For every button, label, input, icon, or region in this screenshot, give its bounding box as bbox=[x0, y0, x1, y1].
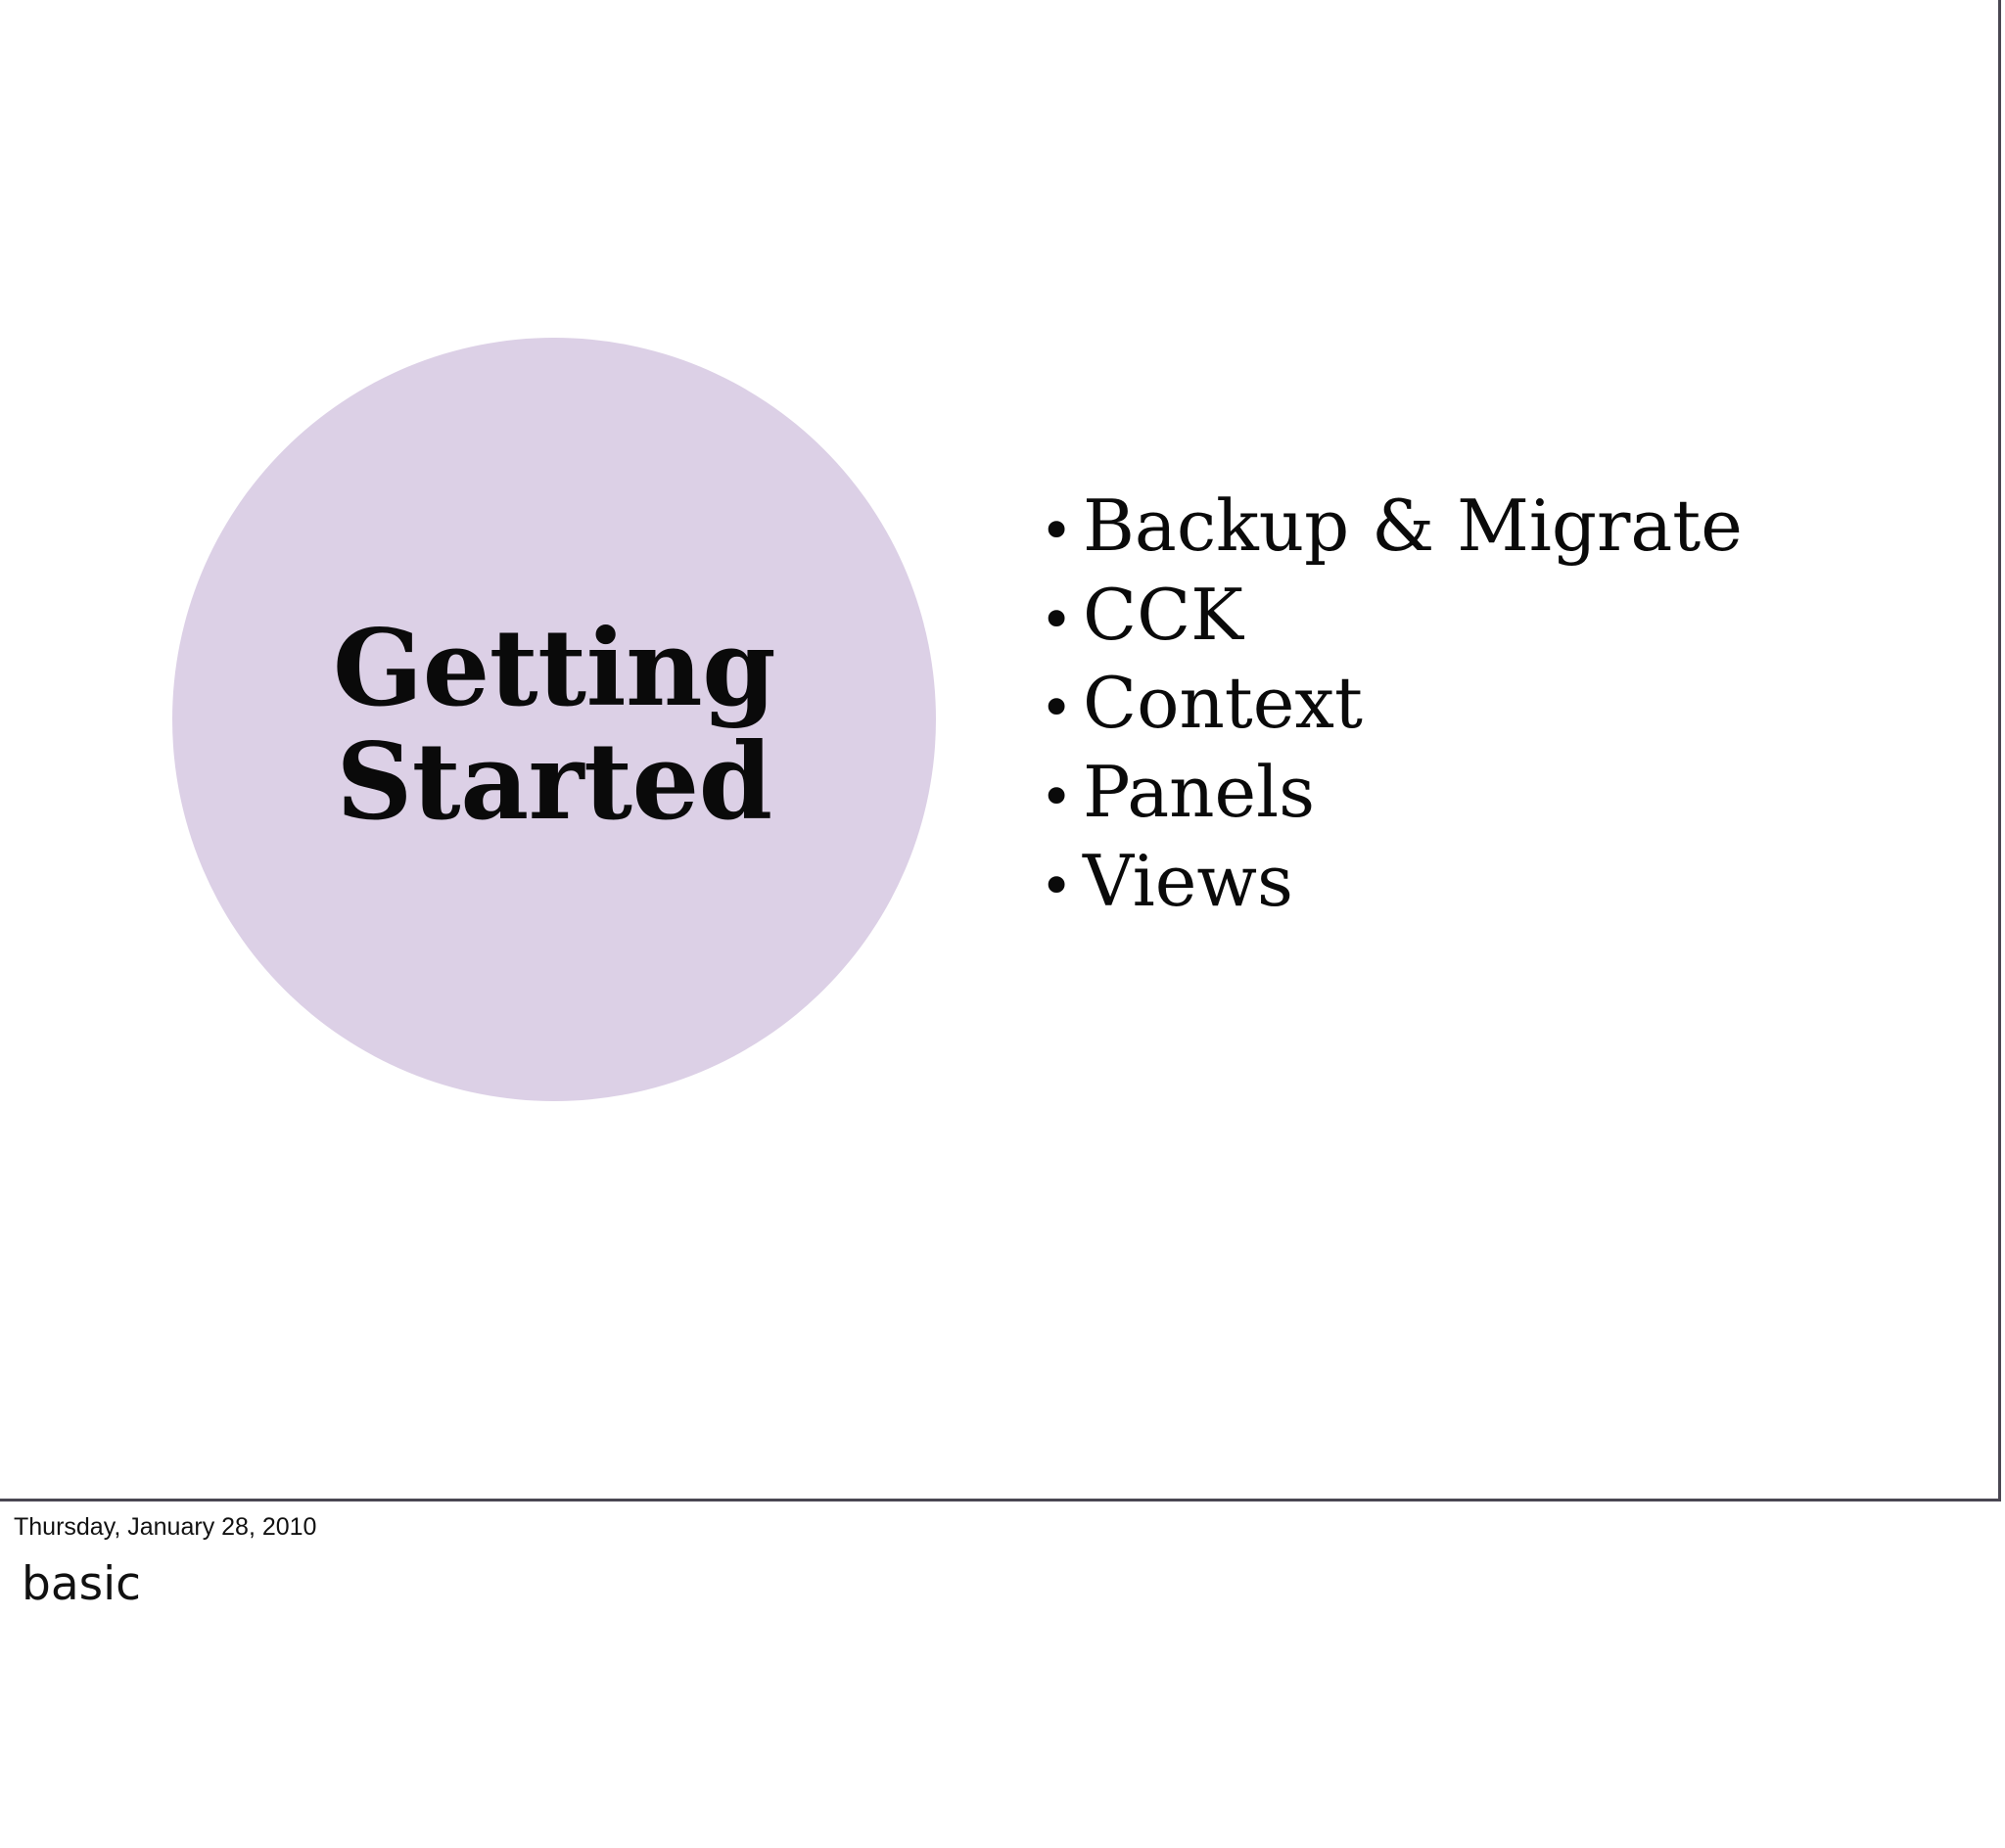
slide-canvas: Getting Started • Backup & Migrate • CCK… bbox=[0, 0, 2001, 1502]
list-item: • Panels bbox=[1040, 748, 1921, 837]
list-item-label: CCK bbox=[1083, 573, 1243, 656]
list-item-label: Context bbox=[1083, 662, 1363, 745]
bullet-point-icon: • bbox=[1040, 674, 1074, 742]
list-item-label: Backup & Migrate bbox=[1083, 485, 1743, 567]
list-item: • Context bbox=[1040, 659, 1921, 748]
list-item: • CCK bbox=[1040, 571, 1921, 660]
list-item-label: Panels bbox=[1083, 751, 1316, 834]
bullet-point-icon: • bbox=[1040, 497, 1074, 564]
footer-deck-label: basic bbox=[22, 1557, 142, 1611]
slide-title: Getting Started bbox=[280, 613, 828, 839]
slide-footer: Thursday, January 28, 2010 basic bbox=[0, 1512, 2001, 1610]
bullet-point-icon: • bbox=[1040, 763, 1074, 831]
title-circle-badge: Getting Started bbox=[172, 338, 936, 1101]
bullet-point-icon: • bbox=[1040, 585, 1074, 653]
slide-title-line-2: Started bbox=[336, 720, 772, 844]
module-bullet-list: • Backup & Migrate • CCK • Context • Pan… bbox=[1040, 482, 1921, 926]
bullet-point-icon: • bbox=[1040, 852, 1074, 919]
slide-title-line-1: Getting bbox=[332, 607, 776, 731]
list-item-label: Views bbox=[1083, 839, 1293, 922]
footer-date: Thursday, January 28, 2010 bbox=[14, 1513, 317, 1541]
list-item: • Backup & Migrate bbox=[1040, 482, 1921, 571]
list-item: • Views bbox=[1040, 837, 1921, 926]
